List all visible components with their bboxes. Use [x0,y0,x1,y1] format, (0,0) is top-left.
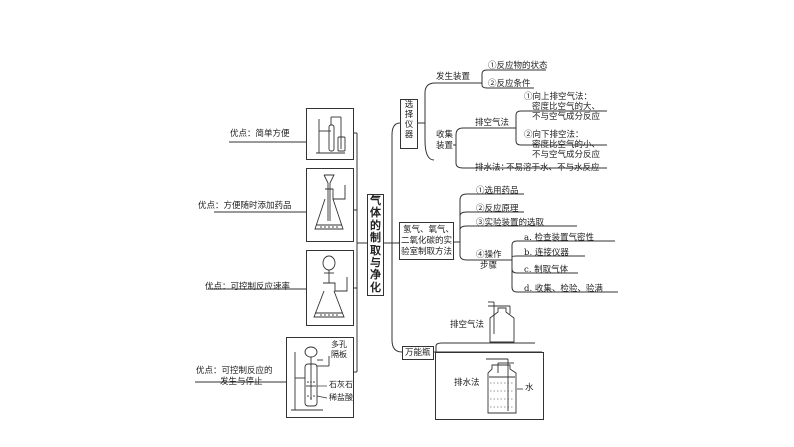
air-method-label: 排空气法 [475,118,510,128]
long-neck-funnel-flask-icon [314,174,346,230]
generator-item-2: ②反应条件 [488,79,531,89]
separatory-funnel-flask-icon [313,255,348,318]
select-instruments-char-4: 器 [404,130,414,140]
center-title-char-6: 与 [370,256,381,270]
universal-bottle-title: 万能瓶 [405,348,431,358]
select-instruments-char-2: 择 [404,110,414,120]
air-method-bottle-icon [488,301,515,343]
center-title-char-3: 的 [370,218,381,232]
step-a: a. 检查装置气密性 [524,233,594,243]
label-porous: 多孔 [331,340,347,349]
upward-air-1: ①向上排空气法： [524,92,593,102]
step-c: c. 制取气体 [524,265,569,275]
simple-test-tube-icon [316,116,346,154]
generator-item-1: ①反应物的状态 [488,61,548,71]
center-title-char-5: 取 [370,243,381,257]
label-dilute-hcl: 稀盐酸 [329,393,353,402]
water-method-label: 排水法： [475,163,510,173]
water-tag: 水 [525,383,534,393]
collector-label-1: 收集 [436,130,454,140]
center-title-char-7: 净 [370,268,381,282]
center-title-char-8: 化 [370,280,381,294]
universal-water-label: 排水法 [454,378,480,388]
lab-item-2: ②反应原理 [476,204,519,214]
advantage-control-start-stop-2: 发生与停止 [220,377,263,387]
advantage-control-rate: 优点：可控制反应速率 [205,282,291,292]
center-title-box: 气 体 的 制 取 与 净 化 [367,194,384,296]
apparatus-start-stop-frame: 多孔 隔板 石灰石 稀盐酸 [286,337,354,418]
select-instruments-box: 选 择 仪 器 [400,99,418,149]
apparatus-long-funnel-frame [306,168,354,242]
step-b: b. 连接仪器 [524,248,569,258]
downward-air-1: ②向下排空法： [524,130,584,140]
water-method-bottle-icon [486,358,523,414]
downward-air-2: 密度比空气的小、 [532,140,601,150]
start-stop-generator-icon [291,346,330,411]
lab-item-1: ①选用药品 [476,186,519,196]
universal-air-label: 排空气法 [450,320,485,330]
lab-item-3: ③实验装置的选取 [476,218,545,228]
select-instruments-char-1: 选 [404,100,414,110]
lab-method-title-2: 二氧化碳的实 [401,236,453,246]
advantage-simple: 优点：简单方便 [230,129,290,139]
advantage-add-reagent: 优点：方便随时添加药品 [198,201,292,211]
lab-steps-label-2: 步骤 [480,261,498,271]
lab-method-title-3: 验室制取方法 [401,247,453,257]
lab-method-box: 氢气、氧气、 二氧化碳的实 验室制取方法 [399,222,454,260]
label-plate: 隔板 [331,350,347,359]
step-d: d. 收集、检验、验满 [524,284,603,294]
upward-air-3: 不与空气成分反应 [532,112,601,122]
label-limestone: 石灰石 [329,380,353,389]
apparatus-simple-frame [306,108,354,160]
collector-label-2: 装置 [436,141,454,151]
upward-air-2: 密度比空气的大、 [532,102,601,112]
lab-method-title-1: 氢气、氧气、 [403,225,455,235]
select-instruments-char-3: 仪 [404,120,414,130]
downward-air-3: 不与空气成分反应 [532,150,601,160]
lab-steps-label-1: ④操作 [476,250,502,260]
apparatus-separatory-funnel-frame [306,250,354,326]
generator-label: 发生装置 [436,72,471,82]
universal-bottle-box: 万能瓶 [402,346,434,360]
center-title-char-4: 制 [370,231,381,245]
advantage-control-start-stop-1: 优点：可控制反应的 [196,366,273,376]
water-method-frame: 排水法 水 [435,352,544,420]
center-title-char-2: 体 [370,206,381,220]
water-method-condition: 不易溶于水、不与水反应 [506,163,600,173]
center-title-char-1: 气 [370,194,381,207]
